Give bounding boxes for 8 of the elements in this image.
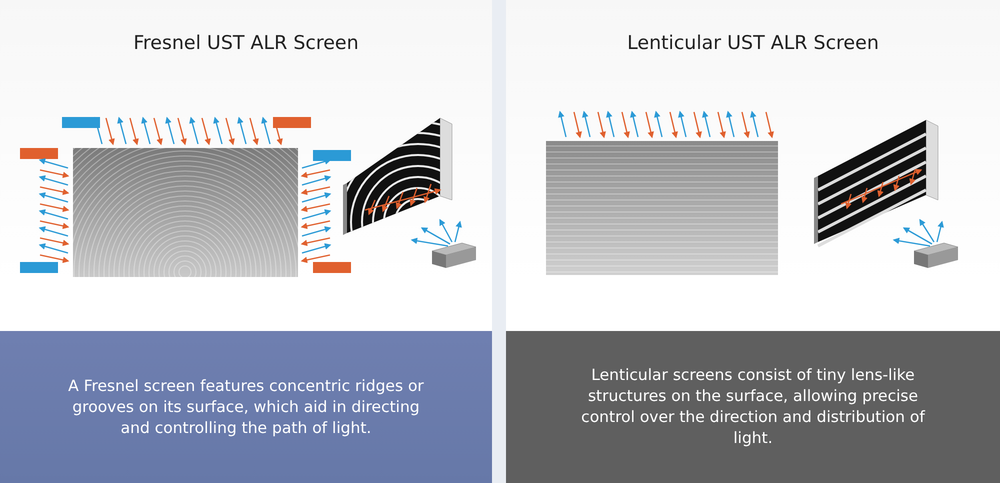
panel-card bbox=[506, 0, 1000, 483]
panel-title: Lenticular UST ALR Screen bbox=[626, 32, 880, 54]
description-band bbox=[0, 331, 492, 483]
description-band bbox=[506, 331, 1000, 483]
description-text: A Fresnel screen features concentric ridges or grooves on its surface, which aid in directing and controlling the path of light. bbox=[67, 376, 425, 438]
panel-card bbox=[0, 0, 492, 483]
panel-title: Fresnel UST ALR Screen bbox=[132, 32, 360, 54]
description-text: Lenticular screens consist of tiny lens-like structures on the surface, allowing precise control over the direction and distribution of light. bbox=[580, 365, 926, 449]
